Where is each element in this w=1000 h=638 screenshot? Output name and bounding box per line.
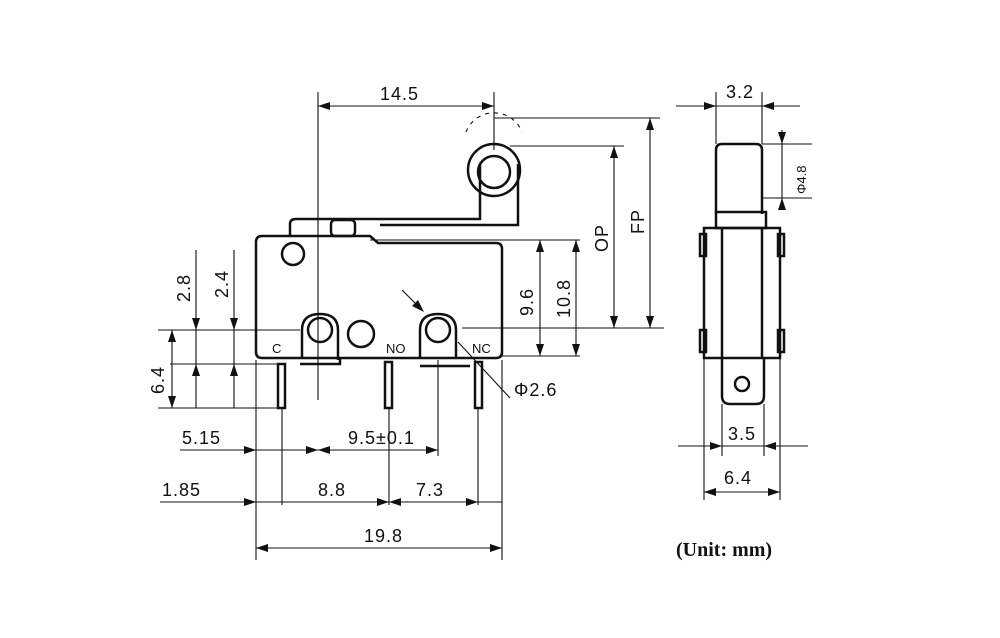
dim-3-2: 3.2 xyxy=(726,82,754,102)
dim-2-8: 2.8 xyxy=(174,274,194,302)
dim-8-8: 8.8 xyxy=(318,480,346,500)
dim-5-15: 5.15 xyxy=(182,428,221,448)
switch-body xyxy=(254,234,504,360)
terminal-pin-no xyxy=(383,360,394,410)
dim-9-6: 9.6 xyxy=(517,288,537,316)
dim-1-85: 1.85 xyxy=(162,480,201,500)
dim-6-4-side: 6.4 xyxy=(724,468,752,488)
terminal-label-c: C xyxy=(272,341,281,356)
terminal-frame-c xyxy=(300,312,340,360)
dim-phi-2-6: Φ2.6 xyxy=(514,380,557,400)
side-body xyxy=(702,226,782,360)
dim-7-3: 7.3 xyxy=(416,480,444,500)
lever-arm-outer xyxy=(380,164,520,227)
unit-label: (Unit: mm) xyxy=(676,539,772,561)
dim-2-4: 2.4 xyxy=(212,270,232,298)
plunger xyxy=(329,218,357,238)
dim-9-5: 9.5±0.1 xyxy=(348,428,415,448)
terminal-label-no: NO xyxy=(386,341,406,356)
dim-op: OP xyxy=(592,224,612,252)
terminal-pin-c xyxy=(276,362,287,410)
body-base xyxy=(300,358,470,368)
side-rail-left-low xyxy=(698,328,708,354)
lever-arm xyxy=(288,164,482,236)
side-dimension-labels: 3.2 Φ4.8 3.5 6.4 xyxy=(724,82,809,488)
mounting-hole-nc xyxy=(424,316,452,344)
front-dimension-lines xyxy=(158,92,664,560)
front-view: C NO NC xyxy=(254,112,523,410)
dim-3-5: 3.5 xyxy=(728,424,756,444)
terminal-label-nc: NC xyxy=(472,341,491,356)
side-view xyxy=(698,142,786,406)
side-rail-right-low xyxy=(776,328,786,354)
side-actuator-base xyxy=(714,210,768,230)
terminal-frame-nc xyxy=(418,312,458,358)
front-dimension-labels: 14.5 OP FP 9.6 10.8 2.8 2.4 6.4 Φ2.6 5.1… xyxy=(148,84,648,546)
side-dimension-lines xyxy=(676,92,812,500)
dim-6-4-pin: 6.4 xyxy=(148,366,168,394)
side-terminal-hole xyxy=(733,375,751,393)
dim-19-8: 19.8 xyxy=(364,526,403,546)
mounting-hole-mid xyxy=(346,319,376,349)
roller-inner xyxy=(476,154,512,190)
dim-phi-4-8: Φ4.8 xyxy=(794,166,809,194)
dim-fp: FP xyxy=(628,209,648,234)
dim-10-8: 10.8 xyxy=(554,279,574,318)
side-rail-left xyxy=(698,232,708,258)
side-rail-right xyxy=(776,232,786,258)
mounting-hole-top xyxy=(280,241,306,267)
side-terminal-tab xyxy=(720,358,766,406)
terminal-pin-nc xyxy=(473,360,484,410)
mounting-hole-c xyxy=(306,316,334,344)
dim-14-5: 14.5 xyxy=(380,84,419,104)
side-actuator xyxy=(714,142,764,214)
